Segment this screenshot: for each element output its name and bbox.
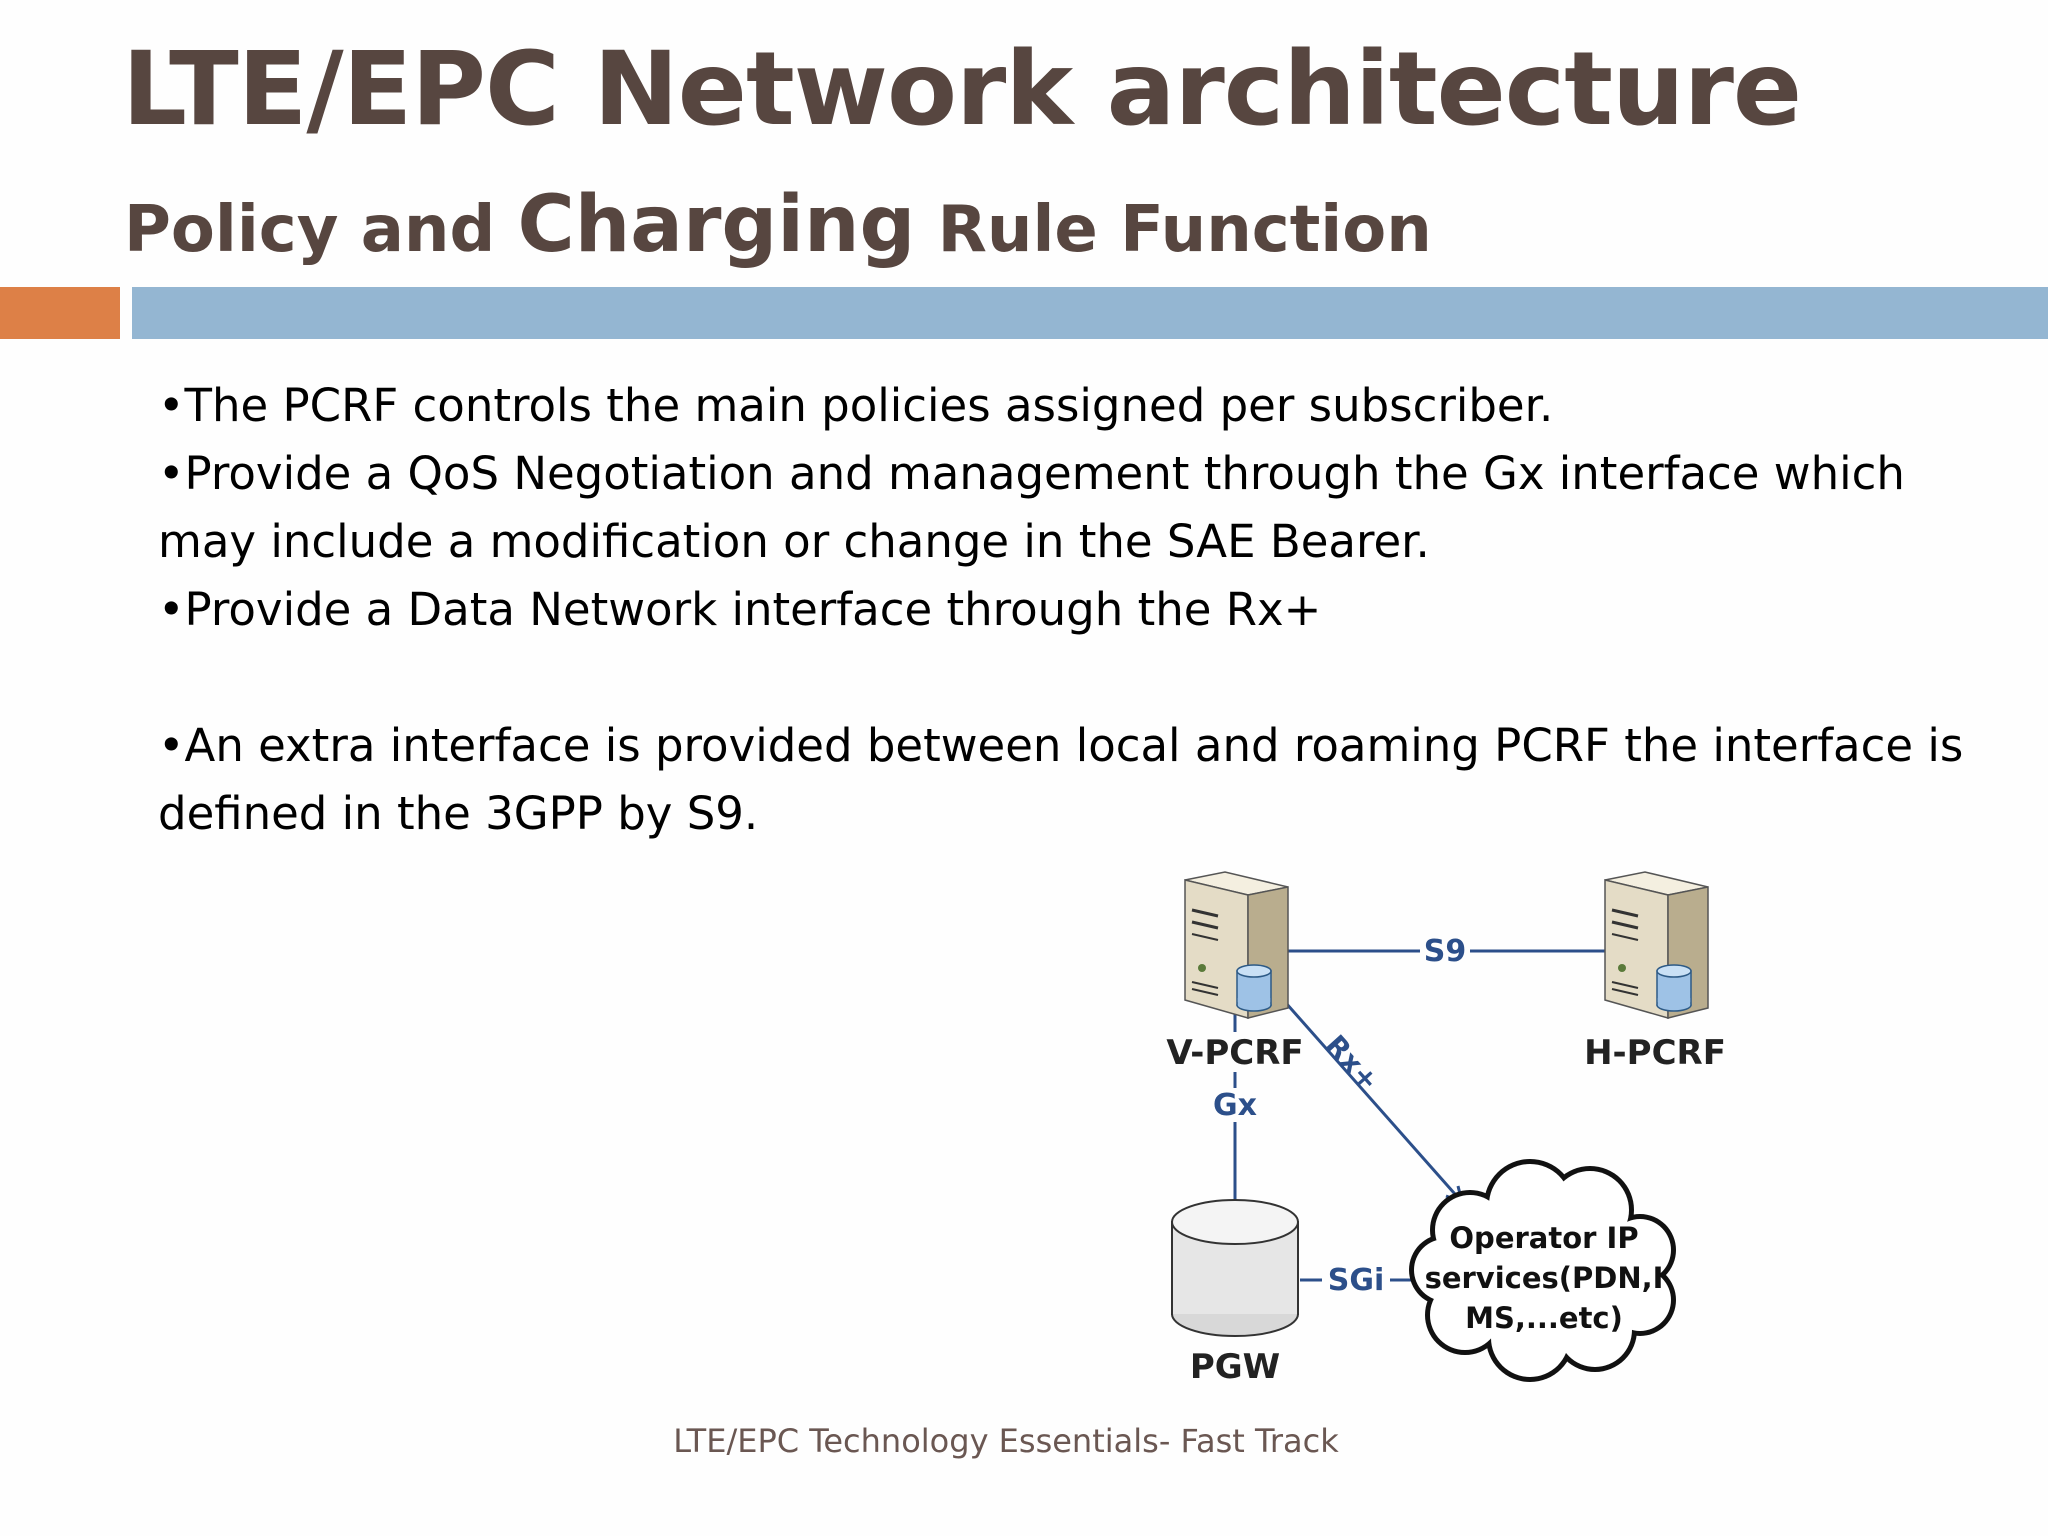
cloud-label-line-2: services(PDN,I <box>1425 1261 1664 1295</box>
pgw-database-icon <box>1171 1199 1299 1337</box>
slide-footer: LTE/EPC Technology Essentials- Fast Trac… <box>673 1422 1339 1460</box>
accent-bar-blue <box>132 287 2048 339</box>
bullet-item: •Provide a QoS Negotiation and managemen… <box>158 447 1905 568</box>
subtitle-part-2: Charging <box>517 180 916 270</box>
subtitle-part-3: Rule Function <box>915 193 1432 267</box>
database-icon <box>1236 964 1272 1012</box>
slide-subtitle: Policy and Charging Rule Function <box>124 180 1432 270</box>
rx-label: Rx+ <box>1319 1029 1386 1098</box>
slide-title: LTE/EPC Network architecture <box>122 30 1802 149</box>
accent-bar-orange <box>0 287 120 339</box>
cloud-label-line-1: Operator IP <box>1449 1221 1638 1255</box>
bullet-list: •The PCRF controls the main policies ass… <box>158 372 1998 848</box>
rx-link <box>1268 984 1464 1203</box>
bullet-item: •An extra interface is provided between … <box>158 719 1964 840</box>
hpcrf-label: H-PCRF <box>1584 1033 1726 1073</box>
pcrf-diagram: S9 Gx Rx+ SGi V-PCRF <box>1158 871 1726 1387</box>
server-icon <box>1184 871 1289 1019</box>
cloud-icon <box>1409 1159 1676 1382</box>
bullet-item: •The PCRF controls the main policies ass… <box>158 379 1554 432</box>
bullet-item: •Provide a Data Network interface throug… <box>158 583 1322 636</box>
cloud-label-line-3: MS,...etc) <box>1465 1301 1623 1335</box>
s9-label: S9 <box>1424 934 1466 969</box>
pgw-label: PGW <box>1190 1347 1280 1387</box>
sgi-label: SGi <box>1328 1263 1385 1298</box>
vpcrf-label: V-PCRF <box>1166 1033 1303 1073</box>
subtitle-part-1: Policy and <box>124 193 518 267</box>
gx-label: Gx <box>1213 1088 1257 1123</box>
database-icon <box>1656 964 1692 1012</box>
